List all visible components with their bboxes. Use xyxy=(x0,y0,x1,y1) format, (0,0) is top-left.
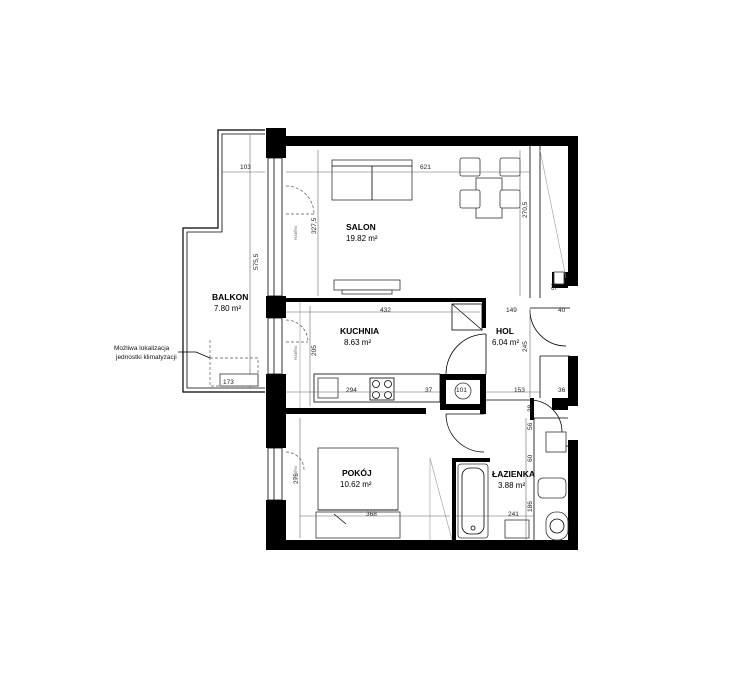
dim-432: 432 xyxy=(380,307,391,314)
ac-unit xyxy=(219,373,259,387)
dimension-lines xyxy=(286,150,540,540)
balcony xyxy=(182,129,265,393)
dim-245: 245 xyxy=(522,341,529,352)
dim-56: 56 xyxy=(527,422,534,430)
dim-294: 294 xyxy=(346,387,357,394)
room-area-balkon: 7.80 m² xyxy=(214,304,241,313)
room-name-kuchnia: KUCHNIA xyxy=(340,326,379,336)
dim-38: 38 xyxy=(527,404,534,412)
room-name-hol: HOL xyxy=(496,326,514,336)
dim-241: 241 xyxy=(508,511,519,518)
wardrobe xyxy=(315,511,401,539)
dim-368: 368 xyxy=(366,511,377,518)
toilet xyxy=(537,477,567,499)
chair xyxy=(459,157,481,177)
cooktop xyxy=(369,377,395,401)
dim-37: 37 xyxy=(425,387,433,394)
dim-275: 275 xyxy=(293,473,300,484)
dim-327: 327,5 xyxy=(311,217,318,234)
washing-machine xyxy=(545,511,569,541)
ac-note: Możliwa lokalizacja jednostki klimatyzac… xyxy=(114,345,211,361)
room-area-hol: 6.04 m² xyxy=(492,338,519,347)
dim-621: 621 xyxy=(420,164,431,171)
windows xyxy=(267,157,315,501)
doors xyxy=(445,309,567,453)
tv-cabinet xyxy=(333,279,401,291)
washbasin xyxy=(504,519,530,539)
sticker-salon: Hanfex xyxy=(293,225,298,240)
dim-153: 153 xyxy=(514,387,525,394)
dim-149: 149 xyxy=(506,307,517,314)
bed xyxy=(317,447,399,511)
shaft xyxy=(553,271,565,285)
room-labels: SALON 19.82 m² KUCHNIA 8.63 m² HOL 6.04 … xyxy=(212,222,535,490)
room-name-pokoj: POKÓJ xyxy=(342,467,372,478)
dim-575: 575,5 xyxy=(253,253,260,270)
room-name-salon: SALON xyxy=(346,222,376,232)
walls xyxy=(266,128,578,550)
chair xyxy=(499,157,521,177)
window-stickers: Hanfex Hanfex Hanfex xyxy=(293,225,298,480)
sticker-kuchnia: Hanfex xyxy=(293,345,298,360)
dim-60: 60 xyxy=(527,454,534,462)
sink xyxy=(317,377,339,399)
sticker-pokoj: Hanfex xyxy=(293,465,298,480)
bathroom-furniture xyxy=(429,431,569,541)
dimension-labels: 103 621 575,5 327,5 270,5 432 149 40 52 … xyxy=(223,164,566,518)
kitchen-counter xyxy=(313,373,441,403)
room-area-pokoj: 10.62 m² xyxy=(340,480,372,489)
boiler xyxy=(454,382,472,400)
kitchen-furniture xyxy=(299,302,483,408)
chair xyxy=(499,189,521,209)
fridge xyxy=(451,303,483,331)
dim-52: 52 xyxy=(551,282,558,290)
dim-101: 101 xyxy=(456,387,467,394)
dim-205: 205 xyxy=(311,345,318,356)
dim-40: 40 xyxy=(558,307,566,314)
room-area-salon: 19.82 m² xyxy=(346,234,378,243)
bathtub xyxy=(457,463,489,539)
room-area-kuchnia: 8.63 m² xyxy=(344,338,371,347)
dim-36: 36 xyxy=(558,387,566,394)
bedroom-furniture xyxy=(315,447,401,539)
chair xyxy=(459,189,481,209)
dim-270: 270,5 xyxy=(522,201,529,218)
room-name-balkon: BALKON xyxy=(212,292,248,302)
room-name-lazienka: ŁAZIENKA xyxy=(492,469,535,479)
dim-186: 186 xyxy=(527,501,534,512)
note-line-2: jednostki klimatyzacji xyxy=(115,354,177,361)
shaft-bath xyxy=(545,431,567,453)
dim-103: 103 xyxy=(240,164,251,171)
note-line-1: Możliwa lokalizacja xyxy=(114,345,170,352)
salon-furniture xyxy=(331,149,567,295)
dim-173: 173 xyxy=(223,379,234,386)
tv xyxy=(341,289,393,295)
room-area-lazienka: 3.88 m² xyxy=(498,481,525,490)
